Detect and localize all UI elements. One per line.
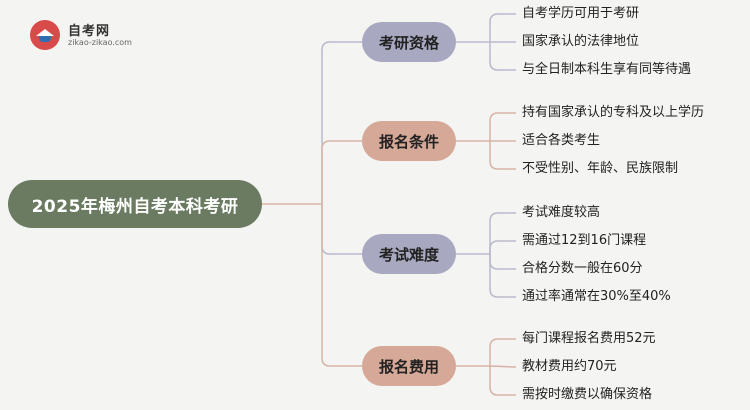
root-node: 2025年梅州自考本科考研 <box>8 180 262 228</box>
leaf-item: 不受性别、年龄、民族限制 <box>522 161 679 176</box>
branch-connector <box>321 204 362 367</box>
branch-connector <box>321 41 362 204</box>
leaf-item: 自考学历可用于考研 <box>522 6 640 21</box>
branch-connector <box>321 204 362 255</box>
leaf-item: 合格分数一般在60分 <box>522 261 643 276</box>
leaf-item: 需按时缴费以确保资格 <box>522 387 653 402</box>
leaf-connector <box>489 13 516 42</box>
leaf-item: 教材费用约70元 <box>522 359 617 374</box>
leaf-item: 通过率通常在30%至40% <box>522 289 671 304</box>
logo-url: zikao-zikao.com <box>68 38 132 47</box>
leaf-connector <box>489 42 516 71</box>
leaf-item: 持有国家承认的专科及以上学历 <box>522 105 705 120</box>
leaf-connector <box>489 112 516 141</box>
leaf-item: 国家承认的法律地位 <box>522 34 640 49</box>
leaf-item: 适合各类考生 <box>522 133 601 148</box>
leaf-connector <box>489 366 516 396</box>
logo-name: 自考网 <box>68 24 111 39</box>
site-logo[interactable]: 自考网 zikao-zikao.com <box>30 18 170 54</box>
leaf-connector <box>489 212 516 254</box>
graduation-cap-icon <box>30 20 60 50</box>
leaf-connector <box>489 338 516 366</box>
branch-node-eligibility: 考研资格 <box>362 22 456 62</box>
leaf-connector <box>489 254 516 298</box>
branch-node-difficulty: 考试难度 <box>362 234 456 274</box>
leaf-item: 考试难度较高 <box>522 205 601 220</box>
branch-node-fees: 报名费用 <box>362 346 456 386</box>
leaf-connector <box>489 141 516 170</box>
leaf-connector <box>489 365 517 368</box>
leaf-item: 每门课程报名费用52元 <box>522 331 656 346</box>
leaf-connector <box>489 254 516 270</box>
leaf-item: 需通过12到16门课程 <box>522 233 647 248</box>
leaf-item: 与全日制本科生享有同等待遇 <box>522 62 692 77</box>
branch-node-requirements: 报名条件 <box>362 121 456 161</box>
branch-connector <box>321 140 362 204</box>
leaf-connector <box>489 240 516 254</box>
